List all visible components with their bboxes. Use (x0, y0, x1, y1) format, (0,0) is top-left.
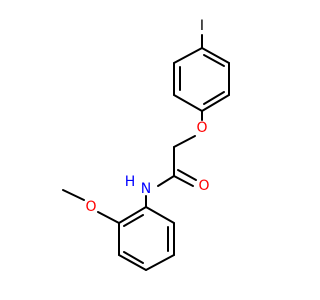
bond (118, 254, 147, 271)
bond (173, 135, 196, 148)
bond (118, 206, 147, 224)
bond (173, 47, 203, 64)
double-bond-inner (123, 251, 144, 264)
chemical-structure: I O O N H O (62, 18, 230, 271)
bond (145, 206, 175, 224)
bond (201, 47, 230, 64)
double-bond-inner (123, 214, 144, 227)
bond (145, 254, 175, 271)
methoxy-oxygen-label: O (85, 199, 96, 215)
bond (97, 211, 120, 224)
iodine-label: I (200, 18, 204, 34)
bond (173, 94, 203, 112)
amide-nitrogen-label: N (141, 181, 151, 197)
bond (62, 189, 85, 201)
double-bond-inner (203, 91, 225, 105)
atom-labels: I O O N H O (85, 18, 209, 215)
amide-hydrogen-label: H (125, 174, 136, 190)
bond (201, 94, 230, 112)
bond (173, 175, 194, 187)
bond-lines (62, 34, 230, 271)
ether-oxygen-label: O (196, 120, 207, 136)
bond (157, 175, 175, 187)
double-bond-inner (203, 54, 225, 67)
carbonyl-oxygen-label: O (198, 178, 209, 194)
double-bond-inner (177, 169, 197, 181)
